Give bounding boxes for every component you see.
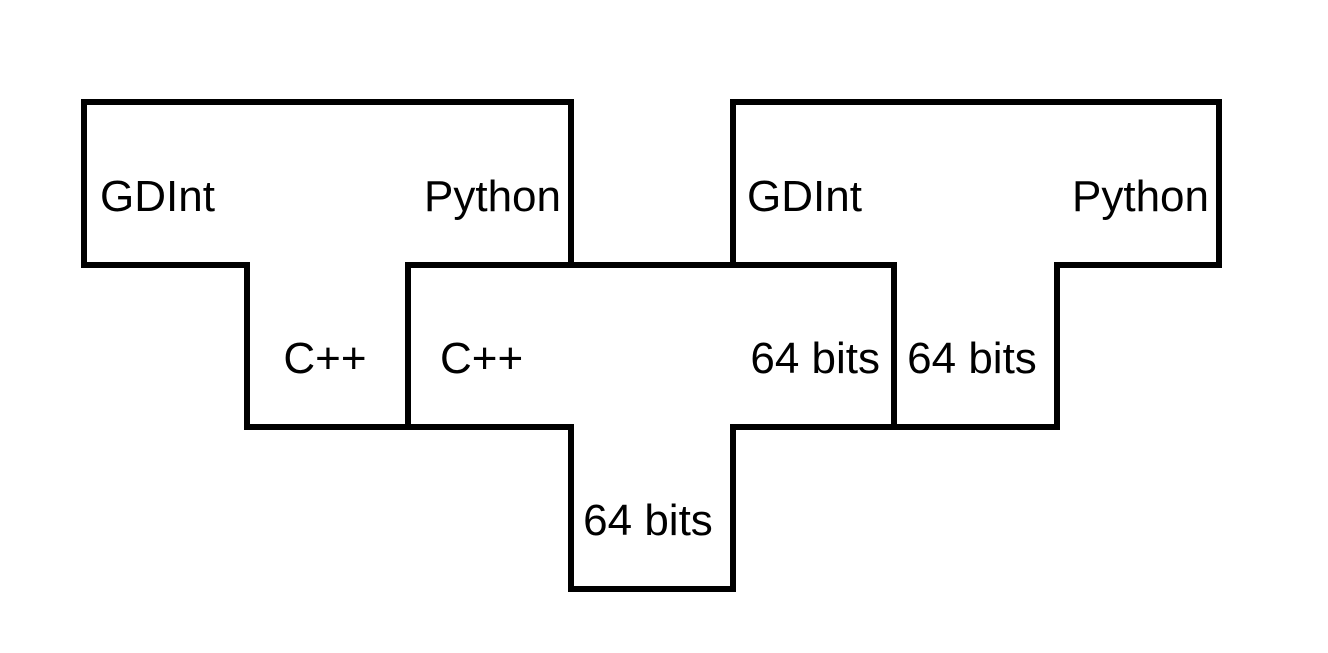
middle-top-left-label: C++ xyxy=(440,334,523,383)
middle-t-shape: C++ 64 bits 64 bits xyxy=(405,262,897,592)
middle-top-right-label: 64 bits xyxy=(750,334,880,383)
right-top-right-label: Python xyxy=(1072,172,1209,221)
left-top-right-label: Python xyxy=(424,172,561,221)
right-top-left-label: GDInt xyxy=(747,172,862,221)
right-bottom-label: 64 bits xyxy=(907,334,1037,383)
right-t-shape-outline xyxy=(730,99,1222,430)
middle-bottom-label: 64 bits xyxy=(583,496,713,545)
right-t-shape: GDInt Python 64 bits xyxy=(730,99,1222,430)
left-top-left-label: GDInt xyxy=(100,172,215,221)
left-bottom-label: C++ xyxy=(283,334,366,383)
